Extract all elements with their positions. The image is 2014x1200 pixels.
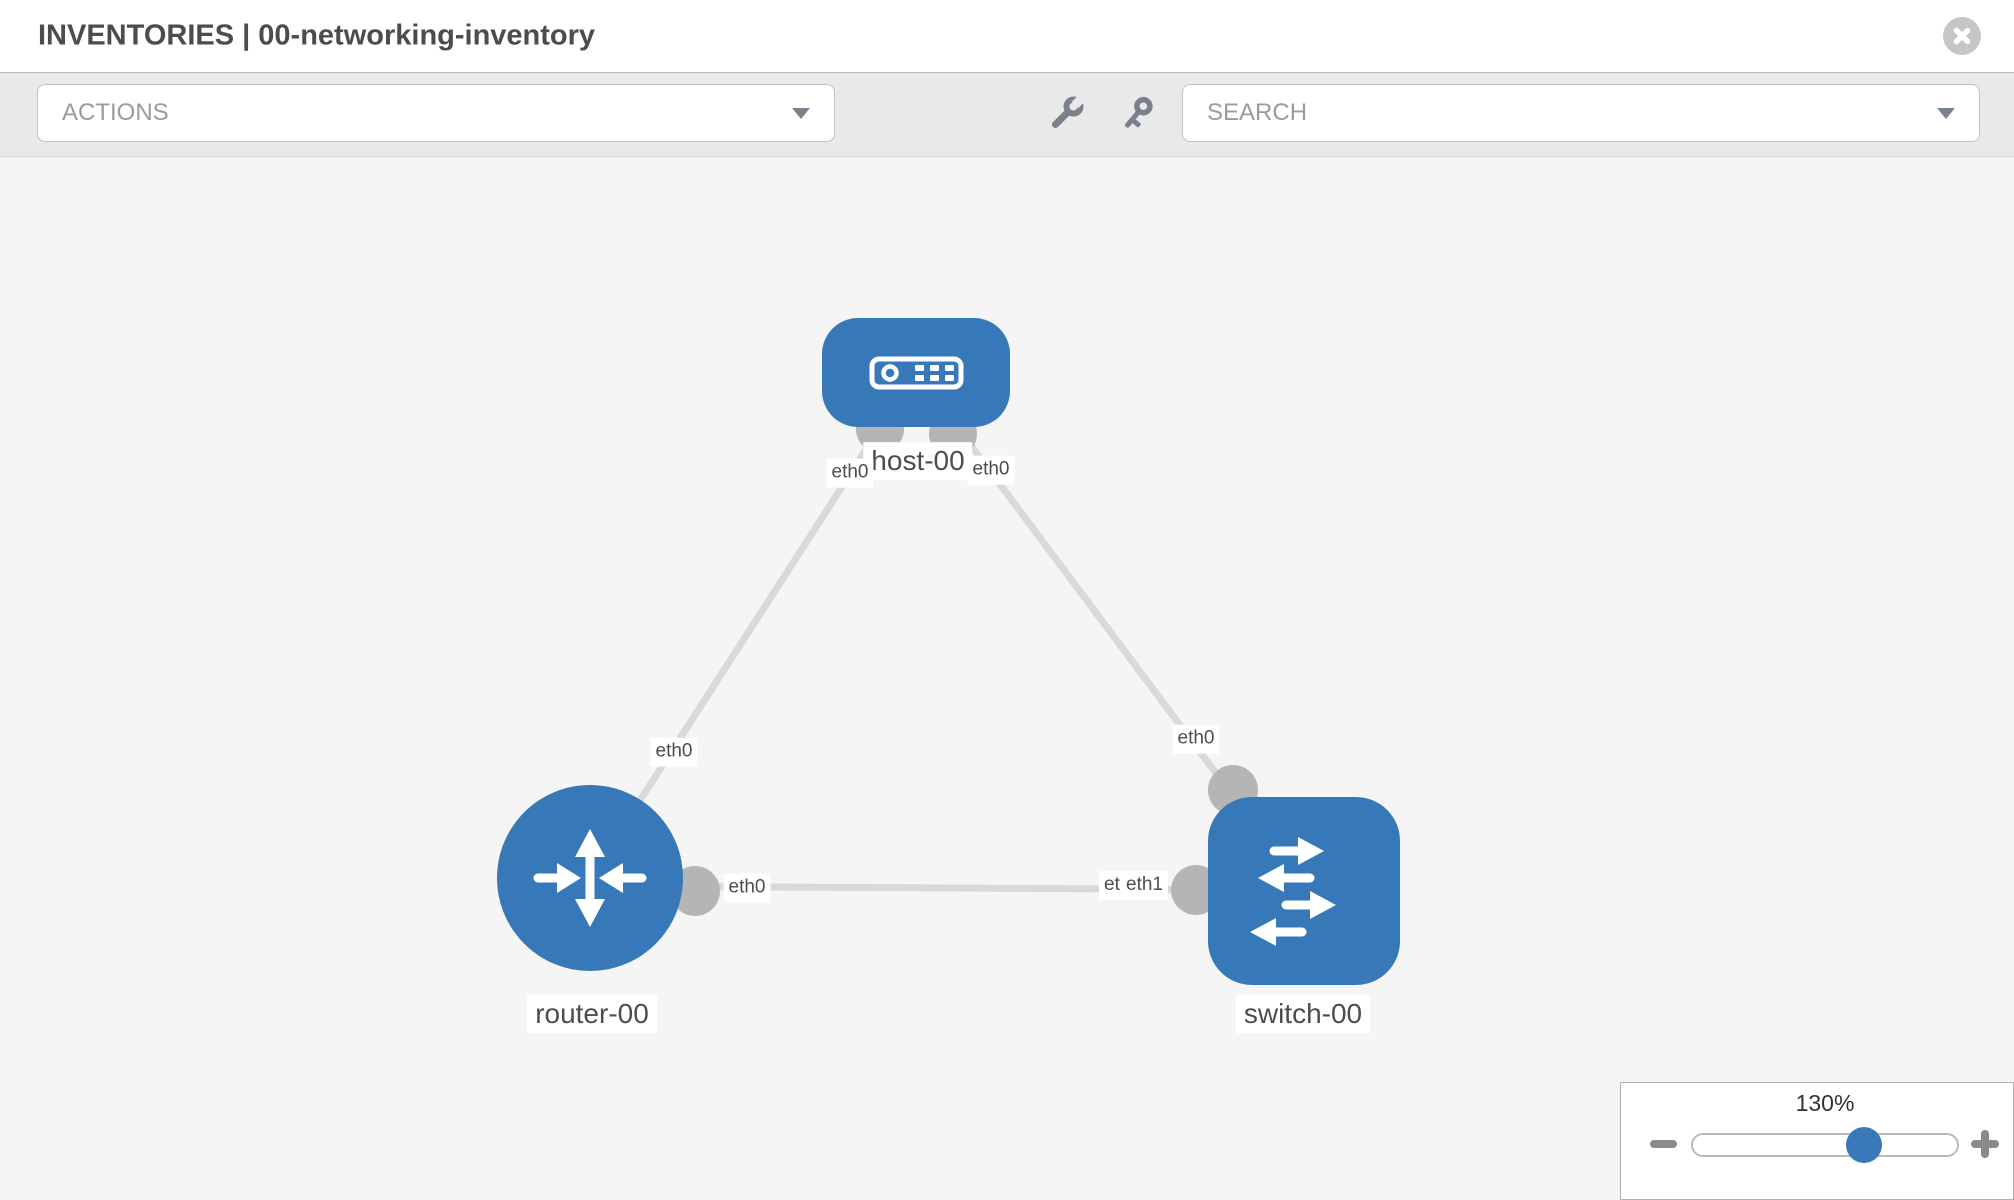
search-dropdown-label: SEARCH — [1207, 99, 1308, 126]
wrench-button[interactable] — [1043, 93, 1087, 142]
node-label-switch: switch-00 — [1235, 995, 1371, 1033]
page-title: INVENTORIES | 00-networking-inventory — [38, 19, 596, 52]
zoom-level-value: 130% — [1795, 1090, 1855, 1116]
switch-icon — [1250, 837, 1336, 946]
iface-label-host-router-router-end: eth0 — [650, 737, 698, 767]
router-icon — [533, 829, 647, 927]
chevron-down-icon — [1937, 108, 1955, 119]
zoom-control-panel: 130% — [1620, 1082, 2014, 1200]
key-icon — [1124, 96, 1153, 128]
node-router-00[interactable] — [497, 785, 683, 971]
close-icon — [1953, 27, 1971, 45]
key-button[interactable] — [1114, 93, 1158, 142]
topology-canvas[interactable] — [0, 157, 2014, 1200]
zoom-in-button[interactable] — [1971, 1130, 1999, 1158]
iface-label-router-switch-router-end: eth0 — [723, 873, 771, 903]
node-host-00[interactable] — [822, 318, 1010, 427]
search-dropdown[interactable]: SEARCH — [1182, 84, 1980, 142]
actions-dropdown-label: ACTIONS — [62, 99, 169, 126]
node-switch-00[interactable] — [1208, 797, 1400, 985]
wrench-icon — [1051, 96, 1084, 129]
close-button[interactable] — [1943, 17, 1981, 55]
host-icon — [869, 356, 963, 389]
header: INVENTORIES | 00-networking-inventory — [0, 0, 2014, 72]
zoom-slider-thumb[interactable] — [1846, 1127, 1882, 1163]
iface-label-host-router-host-end: eth0 — [826, 458, 874, 488]
toolbar: ACTIONS SEARCH — [0, 72, 2014, 157]
node-label-host: host-00 — [863, 442, 973, 480]
zoom-out-button[interactable] — [1650, 1140, 1677, 1148]
iface-label-host-switch-host-end: eth0 — [967, 455, 1015, 485]
iface-label-switch-overlap-over: eth1 — [1121, 871, 1168, 900]
actions-dropdown[interactable]: ACTIONS — [37, 84, 835, 142]
iface-label-host-switch-switch-end: eth0 — [1172, 724, 1220, 754]
zoom-slider[interactable] — [1691, 1133, 1959, 1157]
plus-icon — [1981, 1130, 1989, 1158]
chevron-down-icon — [792, 108, 810, 119]
node-label-router: router-00 — [527, 995, 657, 1033]
